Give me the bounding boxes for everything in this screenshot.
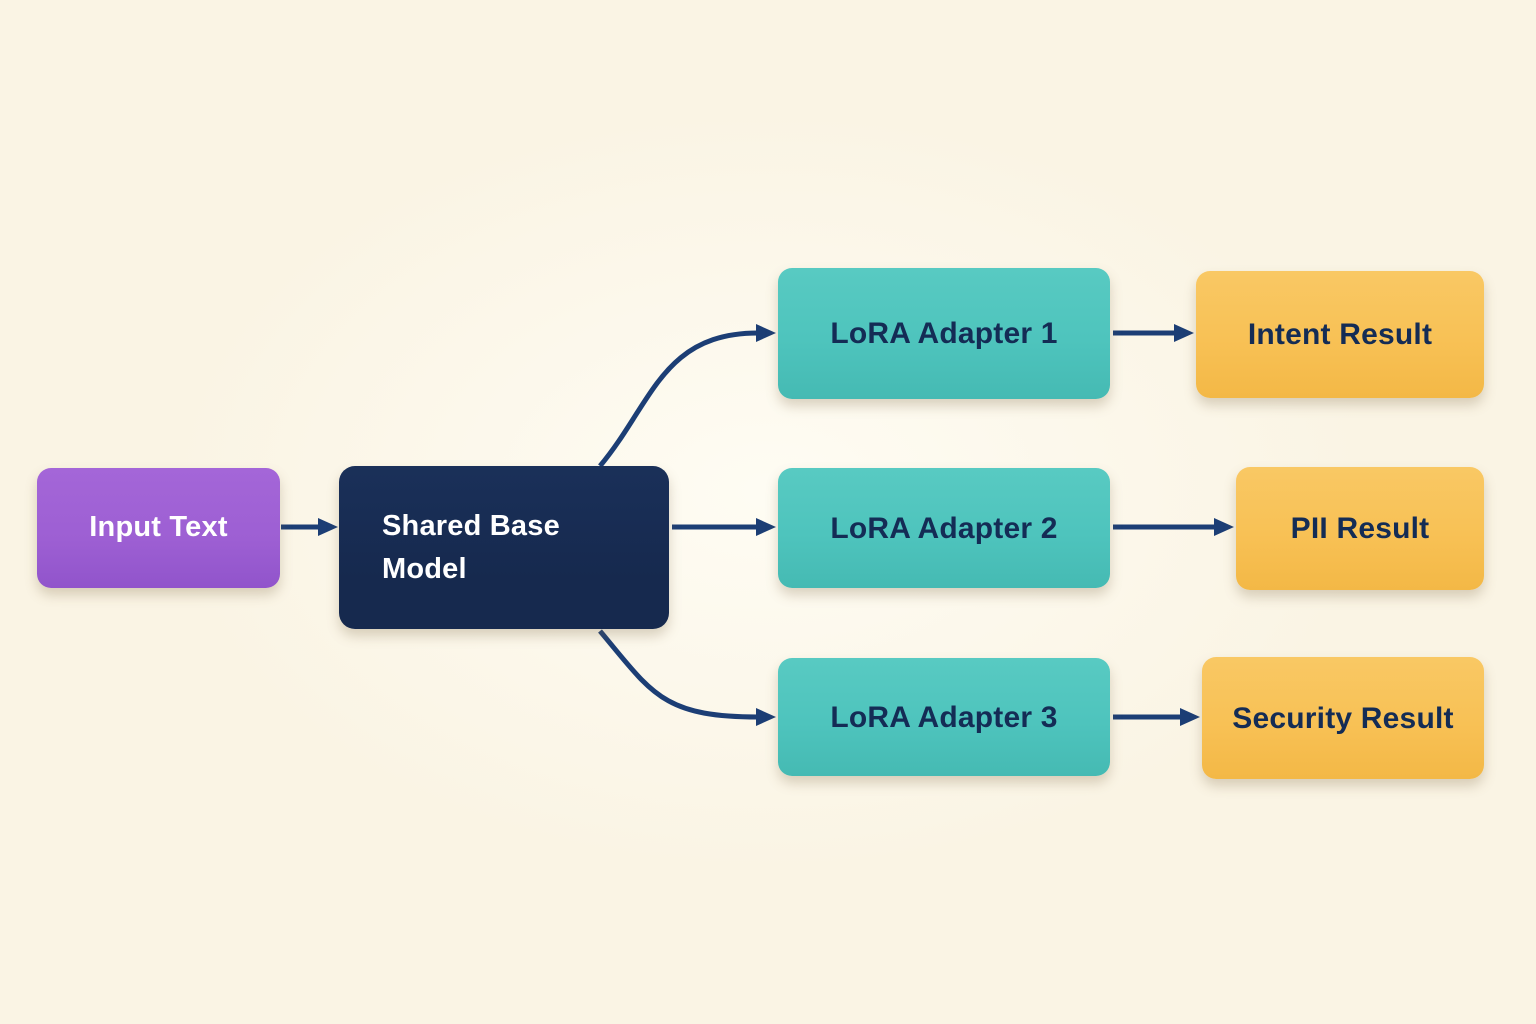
node-security-result-label: Security Result bbox=[1232, 701, 1454, 735]
node-intent-result: Intent Result bbox=[1196, 271, 1484, 398]
node-lora-adapter-1: LoRA Adapter 1 bbox=[778, 268, 1110, 399]
node-pii-result-label: PII Result bbox=[1290, 512, 1430, 545]
node-lora-adapter-1-label: LoRA Adapter 1 bbox=[830, 317, 1058, 350]
node-input-text: Input Text bbox=[37, 468, 280, 588]
node-pii-result: PII Result bbox=[1236, 467, 1484, 590]
connector-base-to-adapter1 bbox=[598, 324, 776, 468]
node-input-text-label: Input Text bbox=[89, 511, 228, 544]
node-shared-base-model: Shared Base Model bbox=[339, 466, 669, 629]
node-shared-base-model-label: Shared Base Model bbox=[382, 510, 560, 585]
node-lora-adapter-2: LoRA Adapter 2 bbox=[778, 468, 1110, 588]
node-lora-adapter-3-label: LoRA Adapter 3 bbox=[830, 700, 1058, 734]
node-lora-adapter-2-label: LoRA Adapter 2 bbox=[830, 511, 1058, 545]
node-intent-result-label: Intent Result bbox=[1247, 318, 1433, 351]
node-lora-adapter-3: LoRA Adapter 3 bbox=[778, 658, 1110, 776]
node-security-result: Security Result bbox=[1202, 657, 1484, 779]
connector-base-to-adapter3 bbox=[598, 629, 776, 726]
